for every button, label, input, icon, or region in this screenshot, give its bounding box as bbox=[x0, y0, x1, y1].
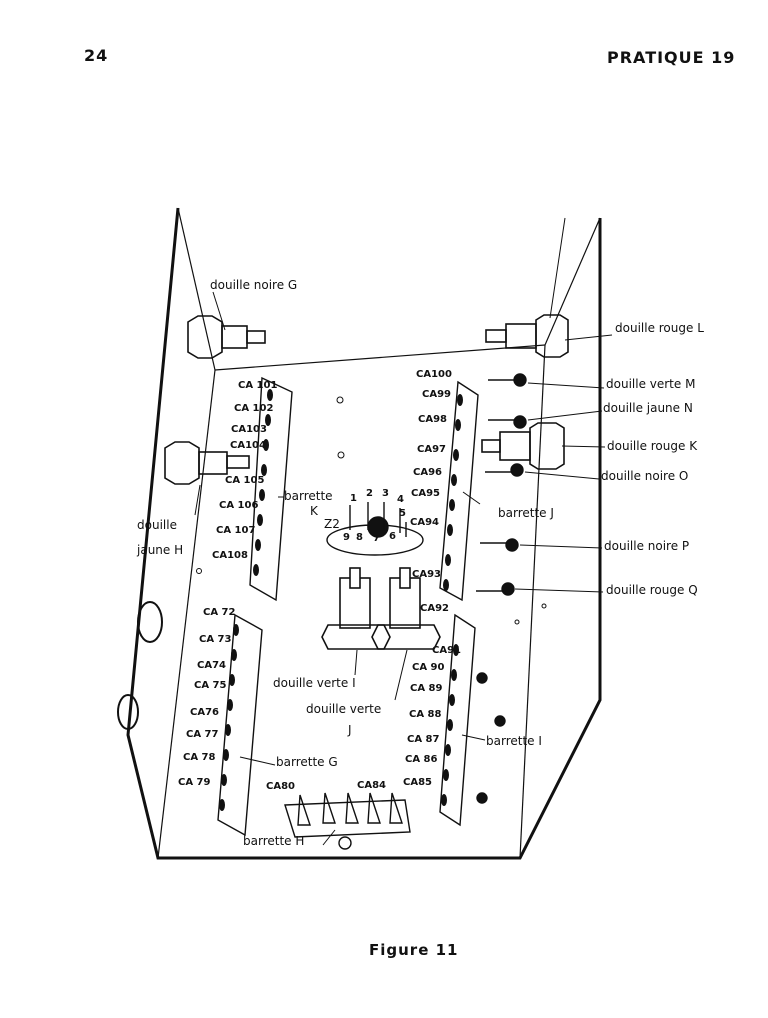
terminal-label: CA80 bbox=[266, 781, 295, 792]
page-number: 24 bbox=[84, 46, 109, 65]
terminal-label: CA91 bbox=[432, 645, 461, 656]
jack-rouge-L bbox=[485, 314, 569, 358]
terminal-label: CA76 bbox=[190, 707, 219, 718]
terminal-label: CA103 bbox=[231, 424, 267, 435]
jack-label-rouge-k: douille rouge K bbox=[607, 439, 698, 453]
terminal-label: CA 78 bbox=[183, 752, 216, 763]
terminal-label: CA 79 bbox=[178, 777, 211, 788]
jack-label-jaune-h-line1: douille bbox=[137, 518, 177, 532]
strip-label-j: barrette J bbox=[498, 506, 554, 520]
terminal-label: CA 72 bbox=[203, 607, 236, 618]
strip-J bbox=[439, 380, 479, 602]
terminal-label: CA 88 bbox=[409, 709, 442, 720]
hole bbox=[137, 601, 163, 643]
page-header-title: PRATIQUE 19 bbox=[607, 48, 736, 67]
terminal-label: CA104 bbox=[230, 440, 266, 451]
terminal-label: CA93 bbox=[412, 569, 441, 580]
terminal-label: CA92 bbox=[420, 603, 449, 614]
jack-verte-I bbox=[321, 567, 391, 650]
terminal-label: CA 77 bbox=[186, 729, 219, 740]
figure-caption: Figure 11 bbox=[369, 941, 459, 959]
terminal-label: CA 106 bbox=[219, 500, 259, 511]
strip-K bbox=[249, 376, 293, 602]
strip-label-k-line1: barrette bbox=[284, 489, 333, 503]
terminal-label: CA108 bbox=[212, 550, 248, 561]
jack-label-noire-p: douille noire P bbox=[604, 539, 690, 553]
terminal-label: CA 87 bbox=[407, 734, 440, 745]
socket-pin-number: 7 bbox=[373, 533, 380, 544]
hole bbox=[117, 694, 139, 730]
terminal-label: CA74 bbox=[197, 660, 226, 671]
jack-label-verte-m: douille verte M bbox=[606, 377, 696, 391]
tube-socket-Z2 bbox=[326, 502, 424, 556]
terminal-label: CA 105 bbox=[225, 475, 265, 486]
jack-label-rouge-l: douille rouge L bbox=[615, 321, 704, 335]
binding-posts bbox=[476, 373, 527, 804]
terminal-label: CA84 bbox=[357, 780, 386, 791]
terminal-label: CA94 bbox=[410, 517, 439, 528]
strip-G bbox=[217, 613, 263, 837]
strip-label-i: barrette I bbox=[486, 734, 542, 748]
jack-verte-J bbox=[371, 567, 441, 650]
jack-label-rouge-q: douille rouge Q bbox=[606, 583, 698, 597]
terminal-label: CA 86 bbox=[405, 754, 438, 765]
socket-pin-number: 6 bbox=[389, 531, 396, 542]
jack-label-verte-i: douille verte I bbox=[273, 676, 356, 690]
jack-label-verte-j-line1: douille verte bbox=[306, 702, 382, 716]
socket-pin-number: 4 bbox=[397, 494, 404, 505]
socket-label-z2: Z2 bbox=[324, 517, 340, 531]
socket-pin-number: 9 bbox=[343, 532, 350, 543]
terminal-label: CA85 bbox=[403, 777, 432, 788]
terminal-label: CA98 bbox=[418, 414, 447, 425]
terminal-label: CA96 bbox=[413, 467, 442, 478]
strip-label-k-line2: K bbox=[310, 504, 318, 518]
jack-label-noire-g: douille noire G bbox=[210, 278, 298, 292]
jack-rouge-K bbox=[481, 422, 565, 470]
strip-label-g: barrette G bbox=[276, 755, 338, 769]
chassis-outline bbox=[126, 207, 602, 860]
jack-label-jaune-n: douille jaune N bbox=[603, 401, 693, 415]
terminal-label: CA 107 bbox=[216, 525, 256, 536]
strip-H bbox=[284, 792, 411, 850]
jack-jaune-H bbox=[164, 441, 250, 485]
terminal-label: CA 75 bbox=[194, 680, 227, 691]
jack-label-verte-j-line2: J bbox=[348, 723, 352, 737]
socket-pin-number: 1 bbox=[350, 493, 357, 504]
strip-I bbox=[439, 613, 476, 827]
terminal-label: CA 89 bbox=[410, 683, 443, 694]
terminal-label: CA 90 bbox=[412, 662, 445, 673]
socket-pin-number: 3 bbox=[382, 488, 389, 499]
leader-lines bbox=[194, 217, 613, 846]
terminal-label: CA 102 bbox=[234, 403, 274, 414]
terminal-label: CA 101 bbox=[238, 380, 278, 391]
socket-pin-number: 2 bbox=[366, 488, 373, 499]
socket-pin-number: 5 bbox=[399, 508, 406, 519]
socket-pin-number: 8 bbox=[356, 532, 363, 543]
terminal-label: CA97 bbox=[417, 444, 446, 455]
terminal-label: CA100 bbox=[416, 369, 452, 380]
terminal-label: CA99 bbox=[422, 389, 451, 400]
terminal-label: CA 73 bbox=[199, 634, 232, 645]
jack-label-noire-o: douille noire O bbox=[601, 469, 689, 483]
terminal-label: CA95 bbox=[411, 488, 440, 499]
strip-label-h: barrette H bbox=[243, 834, 305, 848]
jack-label-jaune-h-line2: jaune H bbox=[137, 543, 184, 557]
jack-noire-G bbox=[187, 315, 266, 359]
